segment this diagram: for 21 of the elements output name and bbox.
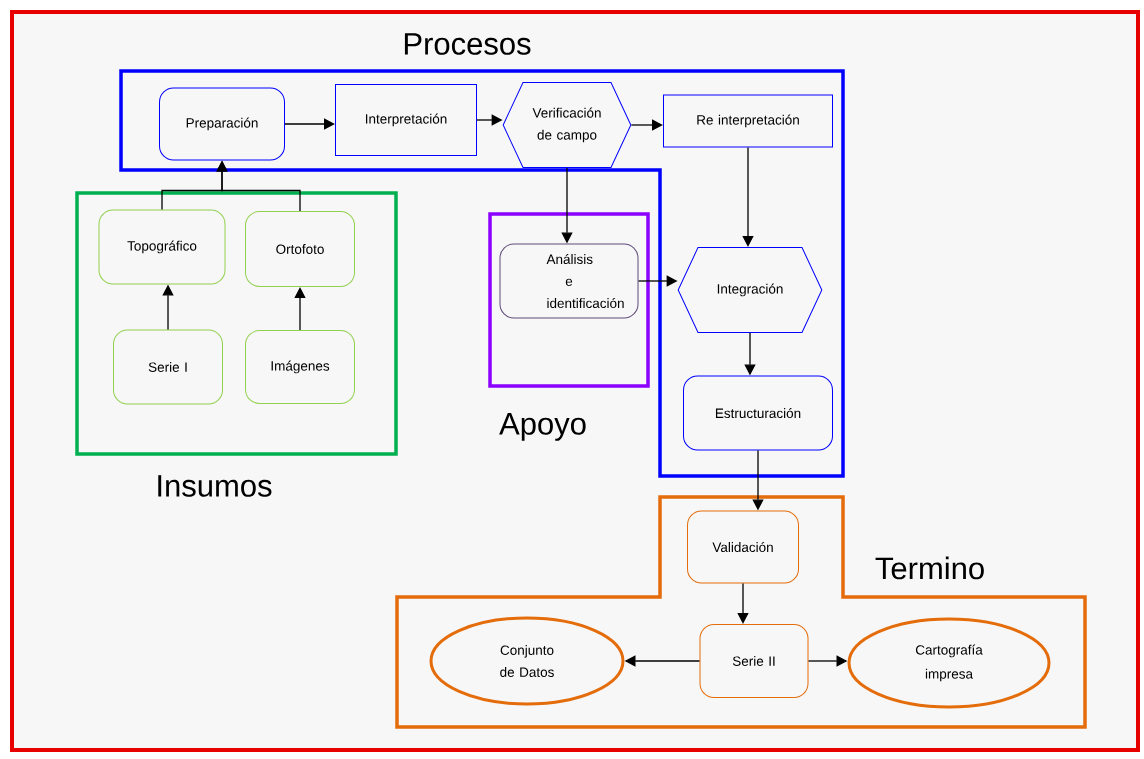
arrow — [630, 119, 663, 131]
process-box: Serie II — [699, 624, 809, 698]
decision-hexagon: Integración — [677, 247, 823, 333]
process-box: Ortofoto — [245, 211, 355, 287]
arrow — [742, 146, 754, 247]
arrow — [737, 582, 749, 624]
process-box: Interpretación — [335, 84, 477, 156]
decision-hexagon: Verificación de campo — [502, 82, 632, 168]
process-box: Re interpretación — [663, 94, 833, 148]
process-box: Análisis e identificación — [499, 243, 639, 319]
process-box: Imágenes — [245, 330, 355, 404]
arrow — [284, 118, 335, 130]
process-box: Topográfico — [98, 209, 226, 285]
process-box: Estructuración — [683, 375, 833, 451]
node-label: Procesos — [404, 33, 531, 55]
node-label: Insumos — [158, 475, 272, 497]
process-box: Preparación — [159, 87, 285, 161]
arrow — [294, 287, 306, 331]
process-box: Serie I — [113, 329, 223, 405]
node-label: Apoyo — [499, 413, 586, 441]
process-box: Validación — [687, 510, 799, 584]
